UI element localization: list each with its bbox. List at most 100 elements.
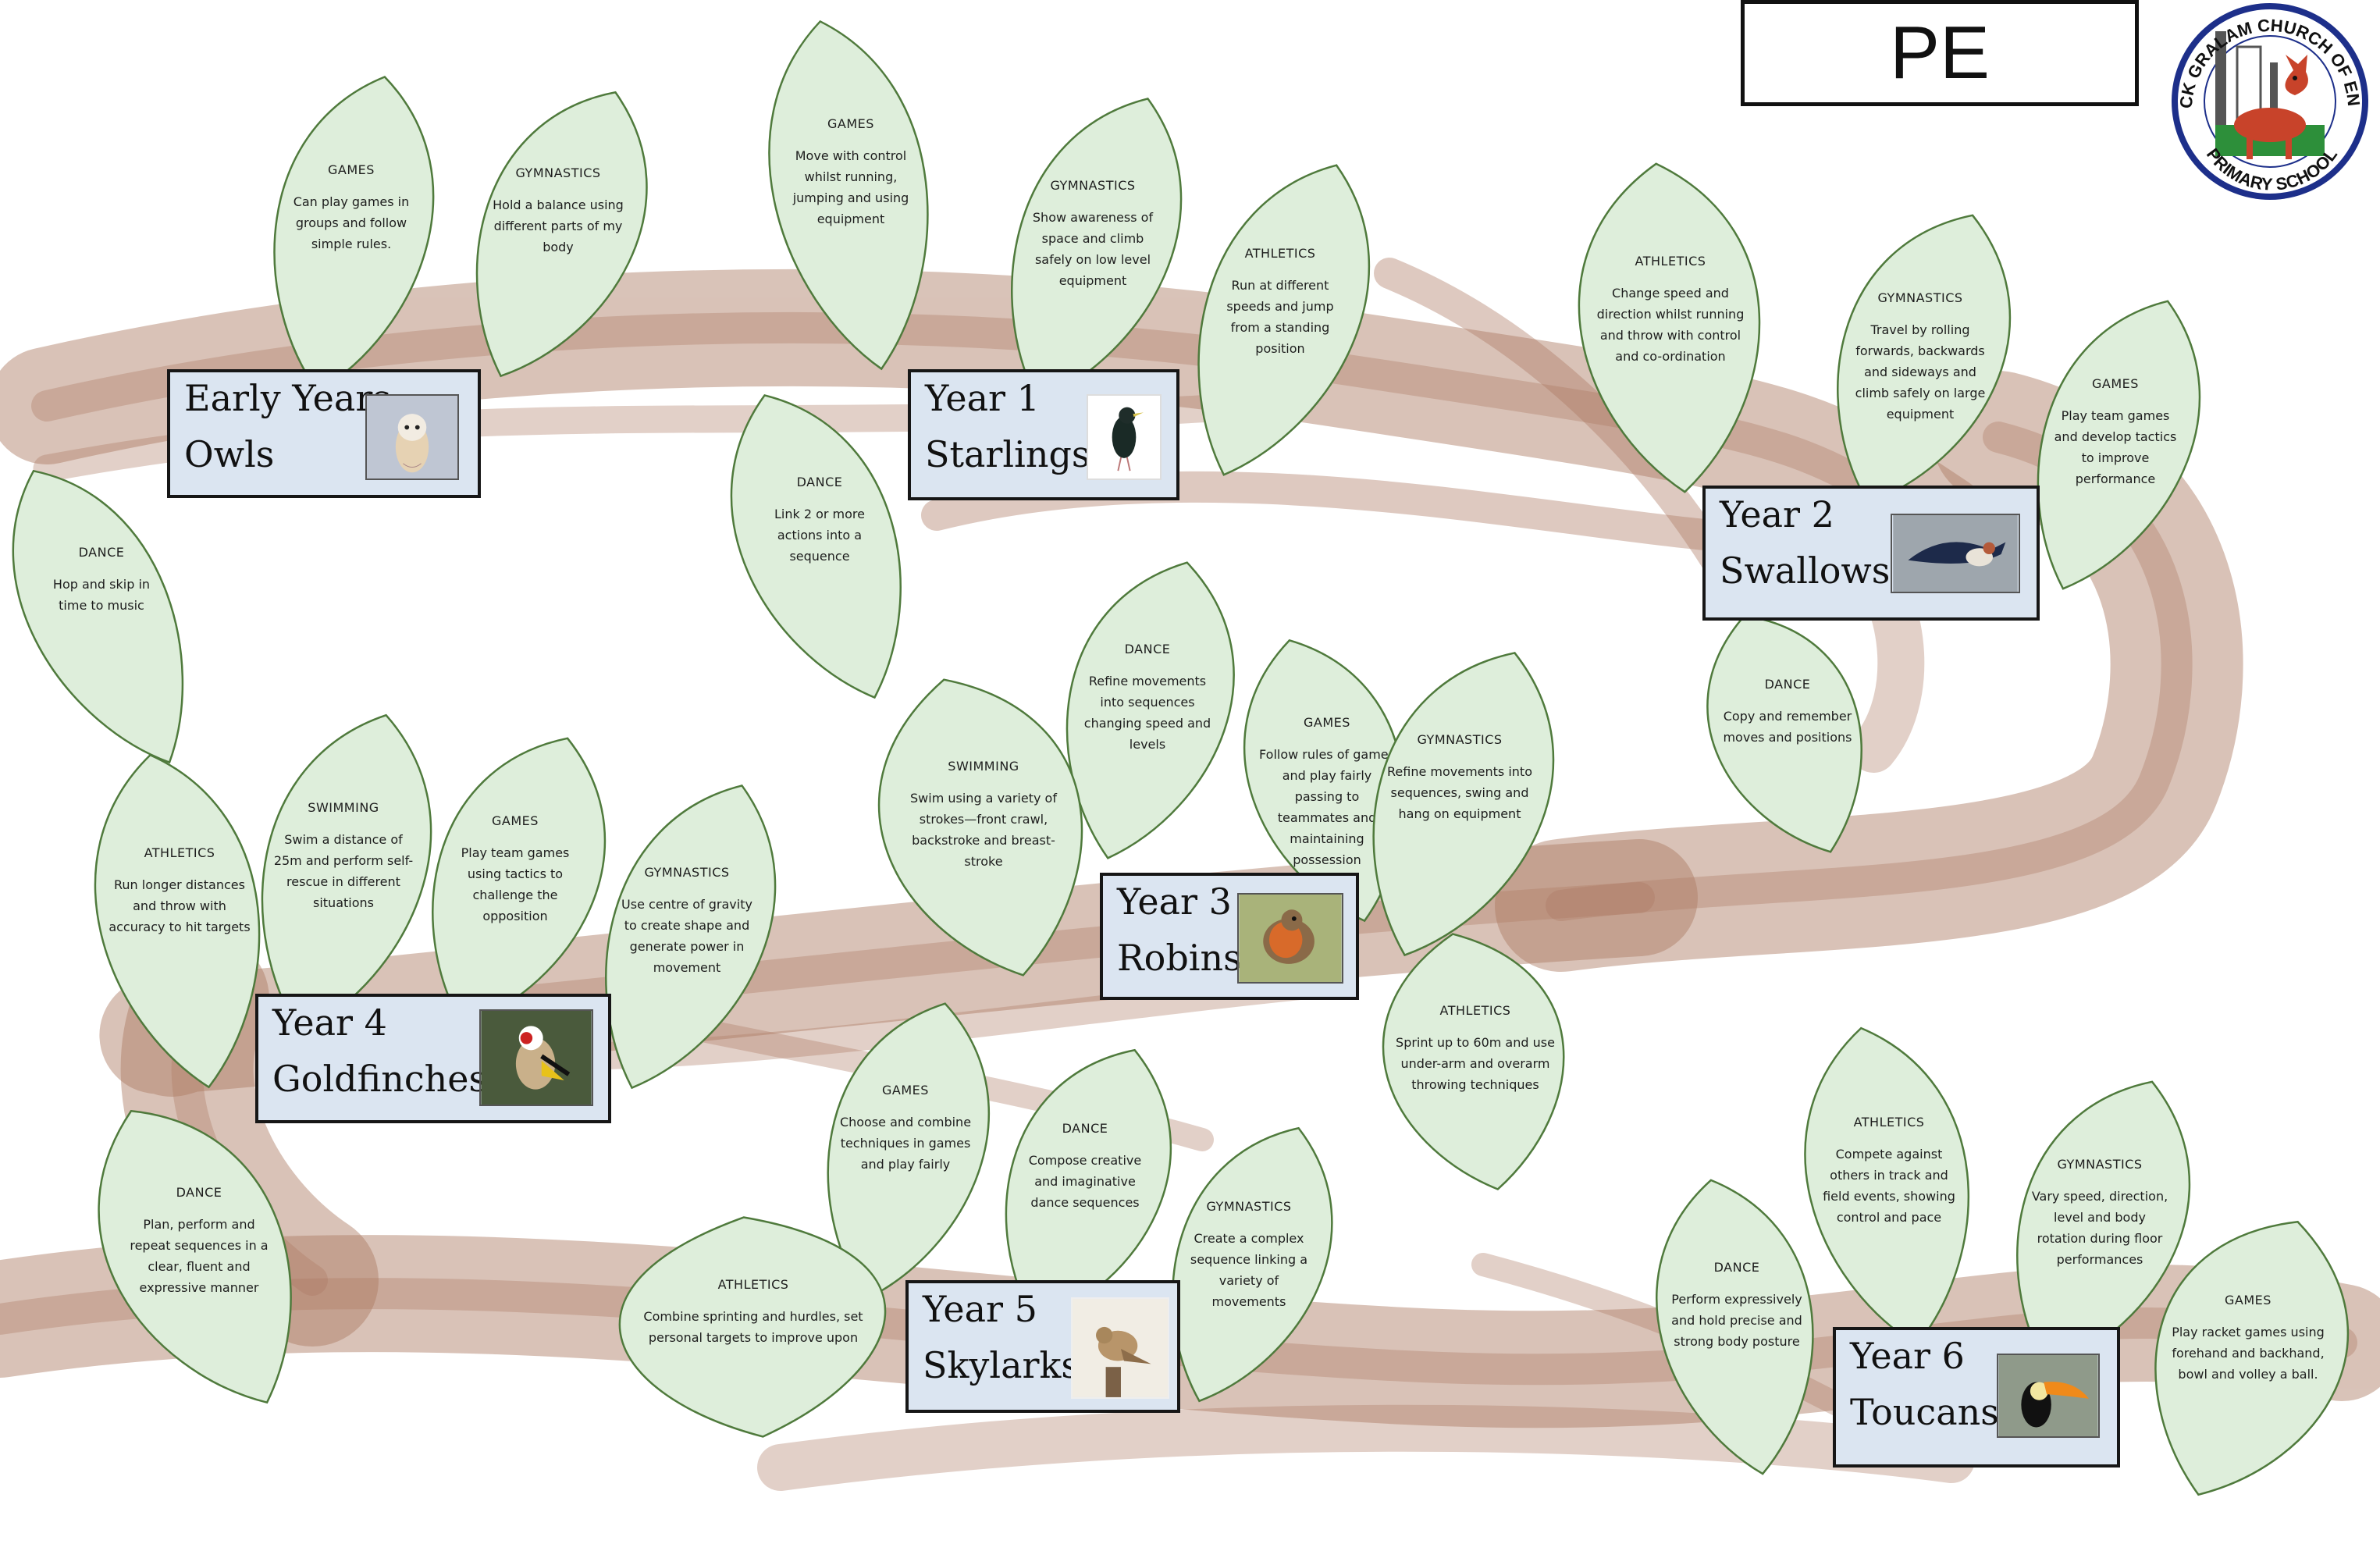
owl-icon (365, 394, 459, 480)
leaf-description: Play team games and develop tactics to i… (2054, 408, 2177, 486)
robin-icon (1237, 893, 1343, 984)
year-box-year-5: Year 5 Skylarks (905, 1280, 1180, 1413)
year-box-year-6: Year 6 Toucans (1833, 1327, 2120, 1468)
leaf-description: Run at different speeds and jump from a … (1226, 278, 1334, 357)
leaf-dance: DANCE Perform expressively and hold preci… (1647, 1175, 1827, 1479)
toucan-icon (1997, 1354, 2100, 1438)
leaf-description: Hold a balance using different parts of … (493, 197, 624, 254)
leaf-title: GAMES (882, 1083, 929, 1098)
leaf-shape (730, 394, 902, 699)
leaf-title: GYMNASTICS (644, 864, 730, 880)
leaf-shape (98, 1109, 292, 1404)
leaf-gymnastics: GYMNASTICS Refine movements into sequence… (1362, 640, 1557, 968)
leaf-description: Sprint up to 60m and use under-arm and o… (1396, 1035, 1555, 1093)
year-label: Year 3 (1117, 881, 1232, 923)
leaf-description: Hop and skip in time to music (52, 576, 151, 613)
leaf-title: DANCE (796, 474, 843, 489)
page-title: PE (1889, 11, 1990, 94)
leaf-title: GYMNASTICS (1417, 731, 1503, 747)
leaf-shape (877, 678, 1083, 977)
leaf-description: Create a complex sequence linking a vari… (1190, 1231, 1308, 1310)
leaf-title: DANCE (1124, 642, 1171, 656)
page-title-box: PE (1741, 0, 2139, 106)
class-name: Goldfinches (272, 1058, 488, 1100)
year-label: Year 4 (272, 1001, 387, 1044)
leaf-description: Copy and remember moves and positions (1723, 709, 1852, 745)
leaf-shape (768, 20, 929, 371)
leaf-description: Compose creative and imaginative dance s… (1028, 1153, 1142, 1211)
leaf-title: GAMES (2092, 376, 2139, 391)
leaf-title: DANCE (1713, 1260, 1760, 1275)
leaf-title: DANCE (78, 544, 125, 560)
goldfinch-icon (479, 1009, 593, 1106)
starling-icon (1087, 394, 1162, 480)
leaf-description: Plan, perform and repeat sequences in a … (130, 1216, 269, 1295)
leaf-title: ATHLETICS (1635, 254, 1706, 269)
leaf-title: GYMNASTICS (1877, 290, 1963, 305)
leaf-title: GAMES (1304, 715, 1350, 731)
leaf-description: Choose and combine techniques in games a… (839, 1115, 972, 1172)
leaf-dance: DANCE Hop and skip in time to music (12, 453, 184, 781)
leaf-shape (475, 91, 648, 378)
leaf-swimming: SWIMMING Swim using a variety of strokes—… (866, 671, 1101, 984)
leaf-description: Combine sprinting and hurdles, set perso… (643, 1309, 863, 1346)
year-box-year-2: Year 2 Swallows (1702, 486, 2040, 621)
year-box-early-years: Early Years Owls (167, 369, 481, 498)
year-label: Year 6 (1850, 1335, 1965, 1377)
class-name: Starlings (925, 433, 1090, 475)
leaf-gymnastics: GYMNASTICS Create a complex sequence link… (1163, 1116, 1335, 1413)
year-label: Year 2 (1720, 493, 1834, 535)
leaf-description: Swim using a variety of strokes—front cr… (910, 791, 1057, 869)
leaf-title: ATHLETICS (1853, 1114, 1925, 1130)
year-label: Year 1 (925, 377, 1040, 419)
leaf-shape (1372, 652, 1555, 957)
leaf-shape (605, 784, 777, 1090)
leaf-shape (1656, 1179, 1814, 1475)
leaf-shape (618, 1216, 887, 1438)
leaf-shape (1065, 561, 1235, 859)
leaf-description: Perform expressively and hold precise an… (1671, 1292, 1802, 1350)
leaf-title: ATHLETICS (1244, 246, 1316, 261)
fox-icon (2234, 55, 2308, 159)
leaf-title: GYMNASTICS (1206, 1199, 1292, 1215)
swallow-icon (1891, 514, 2020, 593)
school-logo: LOSTOCK GRALAM CHURCH OF ENGLAND PRIMARY… (2154, 0, 2380, 203)
leaf-title: SWIMMING (948, 759, 1019, 774)
leaf-shape (2037, 300, 2201, 590)
class-name: Skylarks (923, 1344, 1080, 1386)
leaf-title: GAMES (827, 116, 874, 131)
leaf-title: SWIMMING (308, 800, 379, 816)
leaf-description: Play racket games using forehand and bac… (2172, 1325, 2325, 1382)
leaf-description: Swim a distance of 25m and perform self-… (273, 832, 414, 911)
leaf-athletics: ATHLETICS Run at different speeds and jum… (1190, 152, 1371, 488)
leaf-title: GAMES (2225, 1293, 2271, 1308)
leaf-shape (1172, 1126, 1333, 1403)
leaf-shape (1197, 164, 1371, 476)
leaf-shape (2154, 1220, 2350, 1496)
leaf-description: Show awareness of space and climb safely… (1032, 209, 1154, 288)
class-name: Robins (1117, 937, 1242, 979)
leaf-title: GAMES (492, 813, 539, 828)
skylark-icon (1071, 1297, 1169, 1399)
year-box-year-4: Year 4 Goldfinches (255, 994, 611, 1123)
leaf-title: GAMES (328, 162, 375, 177)
leaf-title: GYMNASTICS (2057, 1157, 2143, 1172)
leaf-description: Refine movements into sequences, swing a… (1387, 763, 1532, 821)
leaf-shape (94, 753, 261, 1089)
leaf-games: GAMES Play team games and develop tactics… (2030, 289, 2201, 601)
